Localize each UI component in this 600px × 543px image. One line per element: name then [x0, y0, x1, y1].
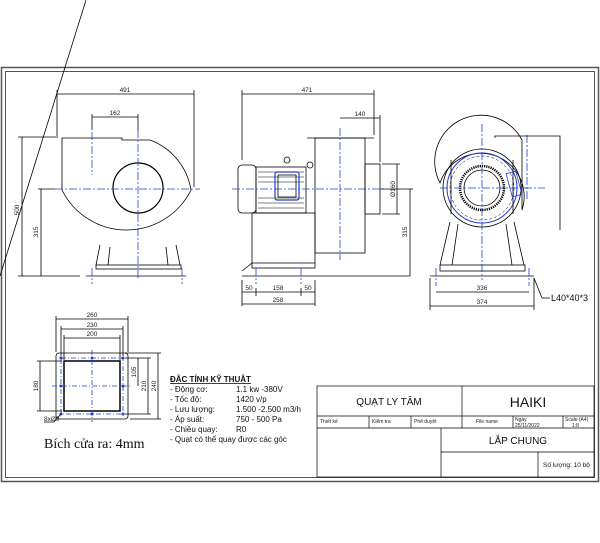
svg-text:Phê duyệt: Phê duyệt: [414, 419, 437, 425]
svg-text:180: 180: [33, 380, 40, 391]
svg-text:140: 140: [355, 111, 366, 118]
svg-text:750 - 500 Pa: 750 - 500 Pa: [236, 415, 282, 424]
svg-text:50: 50: [245, 285, 253, 292]
svg-text:471: 471: [302, 87, 313, 94]
svg-text:260: 260: [87, 312, 98, 319]
svg-text:210: 210: [141, 380, 148, 391]
flange-view: [37, 316, 161, 423]
svg-text:R0: R0: [236, 425, 247, 434]
svg-text:Ngày: Ngày: [515, 417, 527, 423]
svg-text:Số lượng: 10 bộ: Số lượng: 10 bộ: [543, 460, 590, 469]
svg-text:336: 336: [477, 285, 488, 292]
svg-text:8xØ9: 8xØ9: [44, 416, 60, 423]
svg-text:158: 158: [273, 285, 284, 292]
svg-text:315: 315: [33, 226, 40, 237]
svg-text:500: 500: [14, 204, 21, 215]
svg-text:1.1 kw -380V: 1.1 kw -380V: [236, 385, 283, 394]
side-view: [232, 90, 413, 306]
spec-block: ĐẶC TÍNH KỸ THUẬT - Động cơ: 1.1 kw -380…: [170, 375, 301, 444]
rear-view-dims: 336 374 L40*40*3: [477, 285, 588, 306]
svg-text:Thiết kế: Thiết kế: [320, 419, 338, 425]
svg-text:- Động cơ:: - Động cơ:: [170, 385, 208, 394]
title-block: [316, 385, 595, 478]
svg-text:- Áp suất:: - Áp suất:: [170, 415, 204, 424]
svg-text:491: 491: [120, 87, 131, 94]
svg-text:ĐẶC TÍNH KỸ THUẬT: ĐẶC TÍNH KỸ THUẬT: [170, 375, 251, 384]
side-view-dims: 471 140 Ø160 315 50 158 50 258: [245, 87, 409, 304]
title-block-text: QUẠT LY TÂM HAIKI Thiết kế Kiểm tra Phê …: [320, 394, 590, 469]
svg-text:105: 105: [131, 366, 138, 377]
svg-text:Kiểm tra: Kiểm tra: [372, 418, 391, 425]
svg-text:200: 200: [87, 331, 98, 338]
svg-text:230: 230: [87, 322, 98, 329]
svg-text:258: 258: [273, 297, 284, 304]
flange-view-dims: 260 230 200 180 105 210 240 8xØ9: [33, 312, 158, 423]
svg-text:240: 240: [151, 380, 158, 391]
svg-text:Scale (A4): Scale (A4): [565, 417, 589, 423]
svg-text:QUẠT LY TÂM: QUẠT LY TÂM: [356, 395, 421, 408]
sheet-frame: [0, 66, 600, 483]
svg-text:374: 374: [477, 299, 488, 306]
svg-text:315: 315: [402, 226, 409, 237]
flange-thickness-note: Bích cửa ra: 4mm: [44, 437, 145, 452]
front-view-dims: 491 162 500 315: [14, 87, 131, 237]
svg-text:1:8: 1:8: [572, 423, 579, 429]
svg-text:HAIKI: HAIKI: [510, 394, 547, 410]
svg-text:1420 v/p: 1420 v/p: [236, 395, 267, 404]
svg-text:50: 50: [304, 285, 312, 292]
svg-text:L40*40*3: L40*40*3: [551, 293, 588, 303]
svg-text:25/11/2022: 25/11/2022: [515, 423, 540, 429]
svg-text:- Lưu lượng:: - Lưu lượng:: [170, 405, 215, 414]
svg-text:- Chiều quay:: - Chiều quay:: [170, 425, 218, 434]
svg-text:- Quạt có thể quay được các gó: - Quạt có thể quay được các góc: [170, 435, 287, 444]
svg-text:LẮP CHUNG: LẮP CHUNG: [489, 434, 547, 447]
front-view: [0, 0, 200, 284]
rear-view: [429, 114, 561, 310]
svg-text:File name: File name: [476, 419, 498, 425]
svg-text:- Tốc độ:: - Tốc độ:: [170, 395, 201, 404]
svg-text:1.500 -2.500 m3/h: 1.500 -2.500 m3/h: [236, 405, 301, 414]
svg-text:Ø160: Ø160: [390, 181, 397, 197]
svg-text:162: 162: [110, 110, 121, 117]
